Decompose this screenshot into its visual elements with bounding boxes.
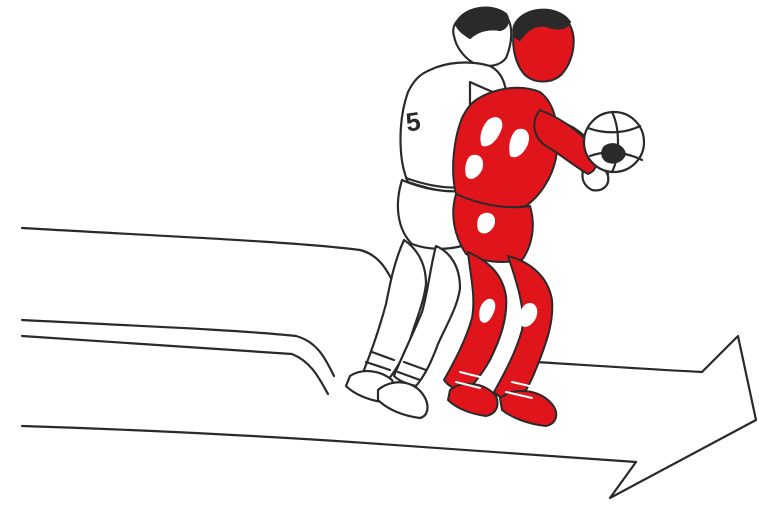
arrowhead: [610, 336, 756, 498]
defender-torso: [453, 88, 557, 207]
attacker-shoe-right: [378, 382, 427, 418]
defender-shoe-left: [448, 384, 498, 416]
arrow-upper-right-line: [536, 362, 702, 372]
arrow-middle-line-1: [22, 320, 334, 376]
arrow-bottom-line: [22, 426, 636, 462]
arrow-middle-line-2: [22, 336, 328, 394]
basketball: [584, 112, 644, 172]
arrow-top-line: [22, 228, 402, 300]
